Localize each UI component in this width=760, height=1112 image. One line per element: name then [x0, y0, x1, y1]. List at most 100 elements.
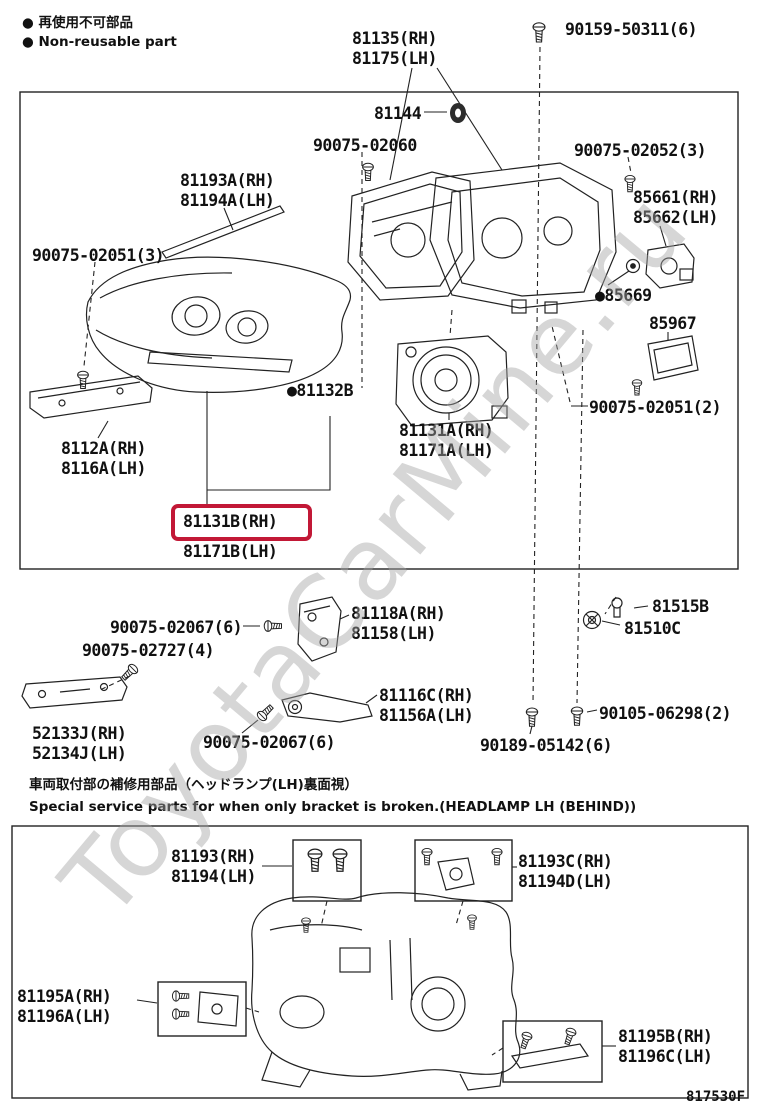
screw-icon: [532, 22, 546, 43]
label-90105-06298[interactable]: 90105-06298(2): [599, 704, 732, 724]
screw-icon: [119, 662, 140, 683]
service-note: 車両取付部の補修用部品（ヘッドランプ(LH)裏面視） Special servi…: [29, 774, 636, 818]
bracket-81118A-art: [297, 596, 342, 662]
label-81171B[interactable]: 81171B(LH): [183, 542, 278, 562]
part-number: 90189-05142(6): [480, 736, 613, 755]
screw-icon: [263, 620, 282, 632]
label-81118A[interactable]: 81118A(RH) 81158(LH): [351, 604, 446, 644]
part-number: ●81132B: [287, 381, 354, 400]
label-85669[interactable]: ●85669: [595, 286, 652, 306]
service-parts-frame: [11, 825, 749, 1099]
label-8112A[interactable]: 8112A(RH) 8116A(LH): [61, 439, 146, 479]
socket-81510C-art: [582, 610, 602, 630]
label-90075-02727[interactable]: 90075-02727(4): [82, 641, 215, 661]
part-number: 81171A(LH): [399, 441, 494, 460]
part-number: 90075-02067(6): [203, 733, 336, 752]
label-81193A[interactable]: 81193A(RH) 81194A(LH): [180, 171, 275, 211]
part-number: 81156A(LH): [379, 706, 474, 725]
part-number: 81194A(LH): [180, 191, 275, 210]
bracket-81195B-kit-art: [510, 1026, 590, 1069]
bumper-art: [85, 256, 352, 393]
bracket-52133J-art: [21, 676, 128, 709]
note-en: Special service parts for when only brac…: [29, 799, 637, 815]
screw-icon: [77, 370, 89, 389]
screw-icon: [421, 847, 433, 866]
screw-icon: [517, 1030, 534, 1051]
part-number: 81510C: [624, 619, 681, 638]
label-81132B[interactable]: ●81132B: [287, 381, 354, 401]
label-52133J[interactable]: 52133J(RH) 52134J(LH): [32, 724, 127, 764]
label-85661[interactable]: 85661(RH) 85662(LH): [633, 188, 718, 228]
part-number: 90159-50311(6): [565, 20, 698, 39]
part-number: 90075-02067(6): [110, 618, 243, 637]
part-number: 90075-02051(3): [32, 246, 165, 265]
part-number: 85662(LH): [633, 208, 718, 227]
part-number: 81515B: [652, 597, 709, 616]
legend-line-en: ● Non-reusable part: [22, 34, 177, 50]
label-81195B[interactable]: 81195B(RH) 81196C(LH): [618, 1027, 713, 1067]
bracket-81193C-kit-art: [421, 847, 503, 891]
highlight-box-81131B: [171, 504, 312, 541]
label-85967[interactable]: 85967: [649, 314, 697, 334]
part-number: 85661(RH): [633, 188, 718, 207]
moulding-art: [161, 205, 285, 259]
label-81510C[interactable]: 81510C: [624, 619, 681, 639]
label-90075-02067-upper[interactable]: 90075-02067(6): [110, 618, 243, 638]
diagram-frames: [11, 91, 749, 1099]
retainer-bracket-8112A-art: [29, 375, 153, 419]
label-81515B[interactable]: 81515B: [652, 597, 709, 617]
bracket-81195A-kit-art: [171, 990, 239, 1027]
part-number: 81195A(RH): [17, 987, 112, 1006]
label-90075-02051-3[interactable]: 90075-02051(3): [32, 246, 165, 266]
label-90075-02052[interactable]: 90075-02052(3): [574, 141, 707, 161]
part-number: 81158(LH): [351, 624, 436, 643]
headlamp-unit-art: [395, 335, 509, 427]
screw-icon: [491, 847, 503, 866]
part-number: 81196C(LH): [618, 1047, 713, 1066]
label-81131A[interactable]: 81131A(RH) 81171A(LH): [399, 421, 494, 461]
kit-box-81195A: [157, 981, 247, 1037]
label-81131B[interactable]: 81131B(RH): [183, 512, 278, 532]
part-number: 52134J(LH): [32, 744, 127, 763]
part-number: 81118A(RH): [351, 604, 446, 623]
leader-lines: [97, 67, 669, 1047]
label-81116C[interactable]: 81116C(RH) 81156A(LH): [379, 686, 474, 726]
part-number: 81195B(RH): [618, 1027, 713, 1046]
screw-icon: [525, 707, 539, 727]
label-81144[interactable]: 81144: [374, 104, 422, 124]
screw-icon: [561, 1026, 578, 1047]
label-90075-02051-2[interactable]: 90075-02051(2): [589, 398, 722, 418]
leveling-motor-art: [645, 243, 695, 289]
bracket-81193-kit-art: [307, 848, 348, 872]
label-81193C[interactable]: 81193C(RH) 81194D(LH): [518, 852, 613, 892]
label-90159-50311[interactable]: 90159-50311(6): [565, 20, 698, 40]
label-90189-05142[interactable]: 90189-05142(6): [480, 736, 613, 756]
kit-box-81193: [292, 839, 362, 902]
label-90075-02060[interactable]: 90075-02060: [313, 136, 417, 156]
main-diagram-frame: [19, 91, 739, 570]
label-90075-02067-lower[interactable]: 90075-02067(6): [203, 733, 336, 753]
part-number: 90075-02727(4): [82, 641, 215, 660]
part-number: 81193(RH): [171, 847, 256, 866]
part-number: 52133J(RH): [32, 724, 127, 743]
legend-line-jp: ● 再使用不可部品: [22, 15, 133, 31]
bracket-81116C-art: [281, 692, 373, 723]
label-81195A[interactable]: 81195A(RH) 81196A(LH): [17, 987, 112, 1027]
part-number: 8116A(LH): [61, 459, 146, 478]
screw-icon: [255, 702, 276, 723]
part-number: 85967: [649, 314, 697, 333]
part-number: 81144: [374, 104, 422, 123]
screw-icon: [332, 848, 348, 872]
label-81193[interactable]: 81193(RH) 81194(LH): [171, 847, 256, 887]
part-number: 8112A(RH): [61, 439, 146, 458]
part-number: 81194D(LH): [518, 872, 613, 891]
label-81135[interactable]: 81135(RH) 81175(LH): [352, 29, 437, 69]
part-number: 81175(LH): [352, 49, 437, 68]
part-number: 81135(RH): [352, 29, 437, 48]
headlamp-rear-view-art: [251, 892, 521, 1091]
diagram-code: 817530F: [686, 1089, 746, 1105]
grommet-85669-art: [625, 258, 641, 274]
clip-81515B-art: [611, 597, 623, 618]
screw-icon: [362, 162, 374, 181]
